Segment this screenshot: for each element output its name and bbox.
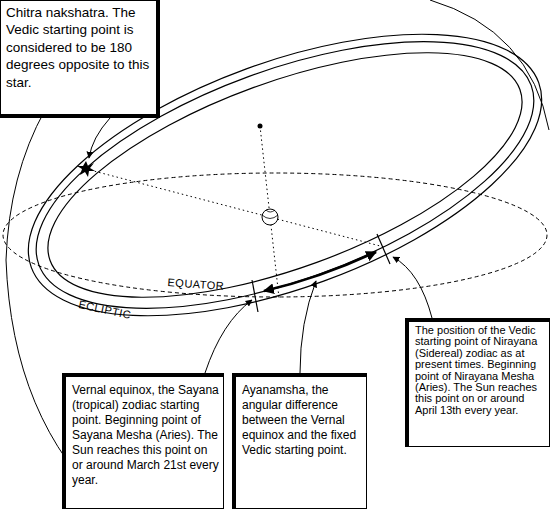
sphere-arc	[430, 0, 549, 130]
circle-label: ECLIPTIC	[78, 298, 133, 321]
leader-arrow	[300, 281, 316, 373]
star-symbol	[77, 161, 95, 177]
earth-detail	[262, 215, 278, 219]
ayanamsha-arrow	[264, 252, 376, 291]
callout-box: Chitra nakshatra. The Vedic starting poi…	[0, 0, 160, 118]
callout-text: Ayanamsha, the angular difference betwee…	[242, 383, 363, 458]
point-marker	[377, 234, 390, 264]
earth-globe	[262, 209, 278, 225]
callout-text: The position of the Vedic starting point…	[415, 325, 546, 416]
leader-arrow	[393, 257, 432, 318]
point-marker	[252, 280, 258, 312]
callout-text: Vernal equinox, the Sayana (tropical) zo…	[72, 383, 220, 488]
callout-box: Vernal equinox, the Sayana (tropical) zo…	[62, 373, 224, 509]
circle-label: EQUATOR	[167, 276, 225, 292]
dotted-line	[86, 169, 384, 247]
pole-dot	[258, 124, 263, 129]
ecliptic-line	[3, 0, 550, 363]
callout-box: Ayanamsha, the angular difference betwee…	[232, 373, 367, 509]
earth-detail	[266, 210, 275, 212]
callout-text: Chitra nakshatra. The Vedic starting poi…	[6, 4, 150, 91]
equator-circle	[3, 173, 547, 297]
dotted-axis	[260, 126, 279, 298]
leader-arrow	[205, 300, 252, 373]
leader-arrow	[89, 118, 110, 158]
callout-box: The position of the Vedic starting point…	[405, 318, 550, 447]
